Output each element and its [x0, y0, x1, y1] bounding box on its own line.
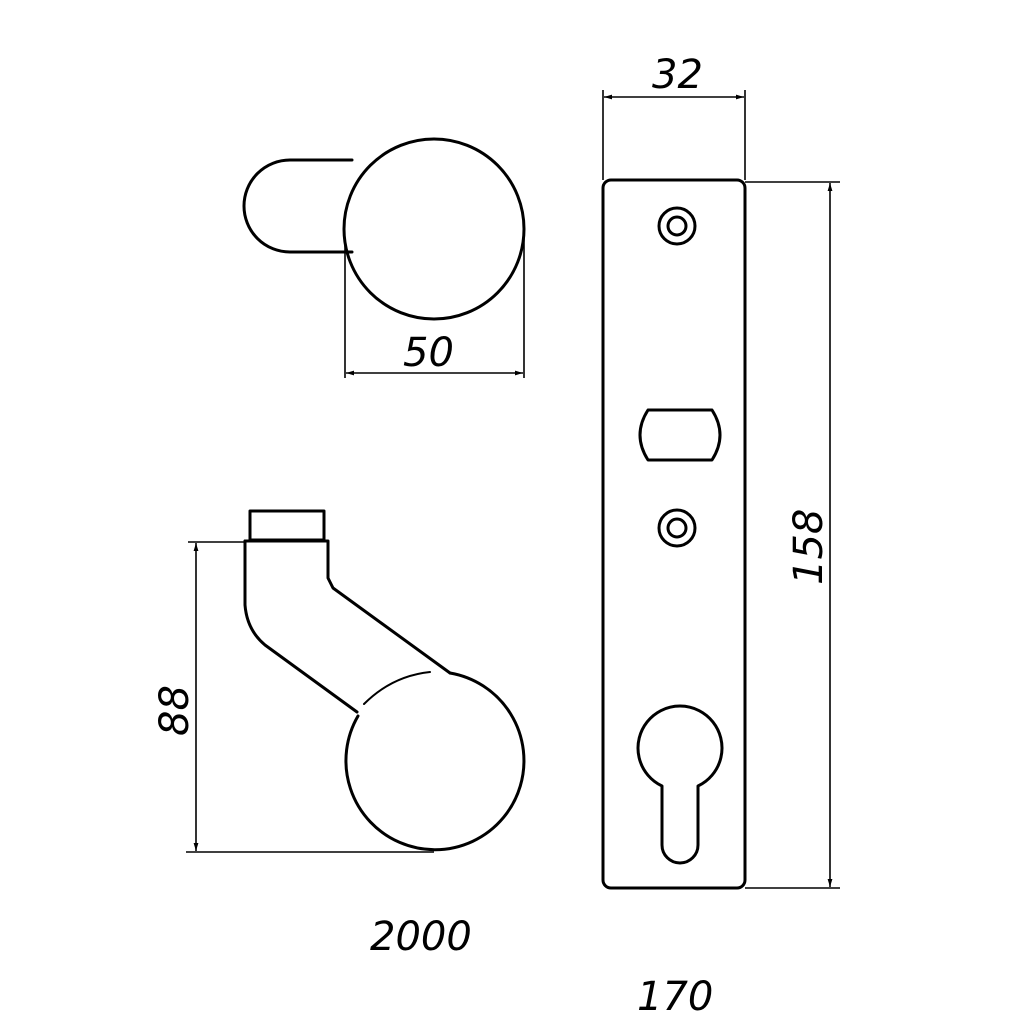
plate-outline	[601, 178, 747, 890]
lever-ball	[344, 671, 526, 852]
screw-hole-bottom	[657, 508, 697, 548]
knob-top-view: 50	[242, 137, 526, 378]
dimension-label-50: 50	[403, 330, 454, 376]
caption-170: 170	[637, 974, 713, 1020]
dimension-label-32: 32	[652, 52, 703, 98]
lever-side-view: 88 2000	[152, 509, 526, 960]
lever-neck-lower	[243, 539, 359, 714]
lever-neck	[243, 539, 452, 675]
spindle	[248, 509, 326, 542]
knob-stem	[242, 158, 354, 254]
caption-2000: 2000	[370, 914, 472, 960]
screw-hole-top-inner	[666, 215, 688, 237]
dimension-label-88: 88	[152, 685, 198, 736]
lever-ball-contour	[363, 671, 431, 705]
knob-ball	[342, 137, 526, 321]
dimension-label-158: 158	[786, 509, 832, 585]
screw-hole-bottom-inner	[666, 517, 688, 539]
screw-hole-top	[657, 206, 697, 246]
escutcheon-plate: 32 158 170	[601, 52, 840, 1020]
latch-slot	[638, 408, 722, 462]
cylinder-keyhole	[636, 704, 724, 865]
